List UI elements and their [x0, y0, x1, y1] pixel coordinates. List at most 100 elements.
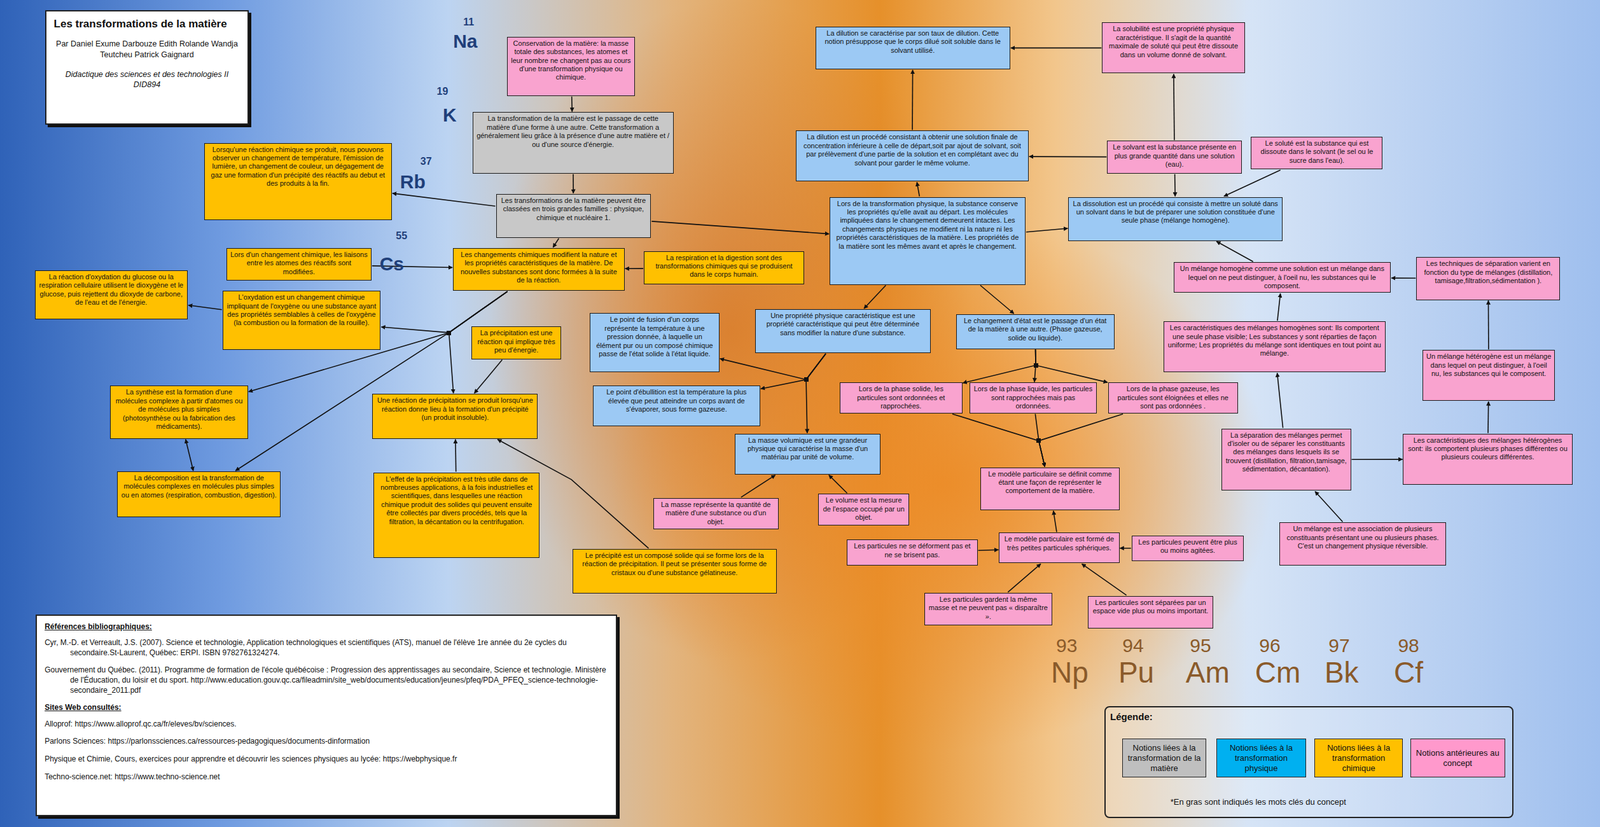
- prior-notion-box: Un mélange est une association de plusie…: [1279, 522, 1446, 565]
- box-text: Le point d'ébullition est la température…: [596, 388, 757, 414]
- box-text: Conservation de la matière: la masse tot…: [510, 39, 631, 83]
- physical-transformation-box: La dilution se caractérise par son taux …: [815, 26, 1011, 70]
- box-text: Les changements chimiques modifient la n…: [456, 250, 621, 286]
- legend-note: *En gras sont indiqués les mots clés du …: [1170, 797, 1347, 807]
- box-text: L'effet de la précipitation est très uti…: [377, 475, 536, 527]
- periodic-table-mark: 37: [420, 155, 432, 168]
- connector-arrow: [1488, 300, 1490, 350]
- references-box: Références bibliographiques:Cyr, M.-D. e…: [35, 614, 618, 817]
- connector-arrow: [1026, 228, 1068, 233]
- connector-arrow: [863, 285, 886, 310]
- periodic-table-mark: Rb: [400, 171, 426, 193]
- box-text: La dilution se caractérise par son taux …: [819, 29, 1007, 55]
- box-text: Cyr, M.-D. et Verreault, J.S. (2007). Sc…: [44, 638, 609, 658]
- periodic-table-mark: K: [442, 104, 457, 126]
- connector-arrow: [1120, 547, 1132, 550]
- box-text: La dilution est un procédé consistant à …: [799, 132, 1025, 168]
- connector-arrow: [978, 549, 999, 551]
- periodic-table-mark: 19: [436, 85, 448, 98]
- connector-arrow: [806, 353, 826, 434]
- connector-arrow: [1038, 414, 1123, 467]
- box-text: La décomposition est la transformation d…: [120, 473, 277, 500]
- chemical-transformation-box: La précipitation est une réaction qui im…: [471, 326, 562, 359]
- connector-arrow: [572, 174, 574, 194]
- legend-swatch: Notions liées à la transformation de la …: [1122, 738, 1207, 778]
- connector-arrow: [952, 414, 1045, 467]
- periodic-table-mark: Cf: [1393, 655, 1424, 690]
- connector-arrow: [392, 193, 496, 207]
- legend-text: Notions liées à la transformation de la …: [1124, 743, 1204, 773]
- box-text: Didactique des sciences et des technolog…: [54, 69, 241, 91]
- chemical-transformation-box: La synthèse est la formation d'une moléc…: [110, 385, 249, 439]
- connector-arrow: [1487, 401, 1489, 433]
- periodic-table-mark: Cm: [1255, 655, 1301, 690]
- prior-notion-box: Les caractéristiques des mélanges homogè…: [1163, 321, 1387, 373]
- prior-notion-box: Les particules ne se déforment pas et ne…: [846, 539, 978, 565]
- box-text: Une propriété physique caractéristique e…: [758, 311, 927, 338]
- connector-arrow: [980, 285, 1015, 315]
- chemical-transformation-box: L'oxydation est un changement chimique i…: [222, 290, 382, 350]
- junction-dot: [446, 330, 452, 336]
- box-text: Les particules gardent la même masse et …: [928, 595, 1048, 621]
- periodic-table-mark: 95: [1189, 634, 1211, 657]
- periodic-table-mark: 97: [1328, 634, 1350, 657]
- box-text: Le changement d'état est le passage d'un…: [960, 316, 1111, 343]
- legend-text: Notions liées à la transformation chimiq…: [1316, 743, 1401, 773]
- box-text: La masse représente la quantité de matiè…: [657, 500, 775, 527]
- legend-text: Notions liées à la transformation physiq…: [1218, 743, 1304, 773]
- title-box: Les transformations de la matièrePar Dan…: [45, 10, 250, 125]
- prior-notion-box: Les particules sont séparées par un espa…: [1087, 596, 1214, 629]
- chemical-transformation-box: Lorsqu'une réaction chimique se produit,…: [204, 143, 392, 221]
- box-text: Sites Web consultés:: [44, 702, 609, 714]
- periodic-table-mark: Am: [1185, 655, 1230, 690]
- box-text: Les transformations de la matière peuven…: [500, 196, 648, 223]
- box-text: Le modèle particulaire se définit comme …: [984, 470, 1116, 496]
- connector-arrow: [1224, 169, 1281, 196]
- legend-swatch: Notions antérieures au concept: [1410, 738, 1506, 778]
- prior-notion-box: Lors de la phase gazeuse, les particules…: [1108, 382, 1239, 413]
- prior-notion-box: Le solvant est la substance présente en …: [1106, 140, 1242, 174]
- box-text: Lorsqu'une réaction chimique se produit,…: [208, 145, 389, 189]
- box-text: Une réaction de précipitation se produit…: [375, 396, 534, 422]
- connector-arrow: [185, 439, 194, 471]
- prior-notion-box: Le modèle particulaire est formé de très…: [998, 532, 1120, 564]
- physical-transformation-box: Le point d'ébullition est la température…: [592, 385, 761, 427]
- box-text: La dissolution est un procédé qui consis…: [1071, 199, 1279, 226]
- legend-text: Notions antérieures au concept: [1412, 748, 1503, 768]
- chemical-transformation-box: Les changements chimiques modifient la n…: [452, 248, 625, 291]
- connector-arrow: [454, 439, 457, 473]
- junction-dot: [804, 377, 809, 382]
- connector-arrow: [1053, 510, 1057, 532]
- connector-arrow: [720, 353, 826, 380]
- prior-notion-box: Les techniques de séparation varient en …: [1416, 257, 1560, 300]
- junction-dot: [1036, 438, 1041, 443]
- box-text: La respiration et la digestion sont des …: [647, 253, 801, 280]
- physical-transformation-box: Le point de fusion d'un corps représente…: [589, 313, 720, 373]
- connector-arrow: [741, 475, 776, 498]
- chemical-transformation-box: La décomposition est la transformation d…: [117, 471, 281, 518]
- box-text: Le point de fusion d'un corps représente…: [593, 315, 716, 359]
- box-text: Un mélange homogène comme une solution e…: [1177, 264, 1388, 291]
- box-text: Alloprof: https://www.alloprof.qc.ca/fr/…: [44, 719, 609, 730]
- prior-notion-box: Lors de la phase solide, les particules …: [839, 382, 962, 413]
- prior-notion-box: La solubilité est une propriété physique…: [1101, 22, 1246, 74]
- box-text: La précipitation est une réaction qui im…: [475, 328, 558, 355]
- box-text: Les caractéristiques des mélanges hétéro…: [1406, 436, 1569, 462]
- connector-arrow: [1173, 74, 1175, 141]
- box-text: La réaction d'oxydation du glucose ou la…: [38, 272, 185, 308]
- connector-arrow: [1351, 458, 1403, 460]
- box-text: Les particules ne se déforment pas et ne…: [850, 542, 974, 560]
- periodic-table-mark: 55: [395, 230, 408, 242]
- connector-arrow: [911, 69, 913, 130]
- box-text: Le modèle particulaire est formé de très…: [1002, 535, 1116, 553]
- periodic-table-mark: 94: [1122, 634, 1144, 657]
- prior-notion-box: Un mélange hétérogène est un mélange dan…: [1422, 349, 1556, 401]
- connector-arrow: [474, 360, 503, 394]
- connector-arrow: [1216, 241, 1254, 263]
- connector-arrow: [1010, 47, 1102, 49]
- connector-arrow: [1029, 155, 1107, 158]
- box-text: Lors de la transformation physique, la s…: [833, 199, 1022, 251]
- physical-transformation-box: Lors de la transformation physique, la s…: [829, 197, 1026, 286]
- matter-transformation-box: Les transformations de la matière peuven…: [496, 194, 652, 238]
